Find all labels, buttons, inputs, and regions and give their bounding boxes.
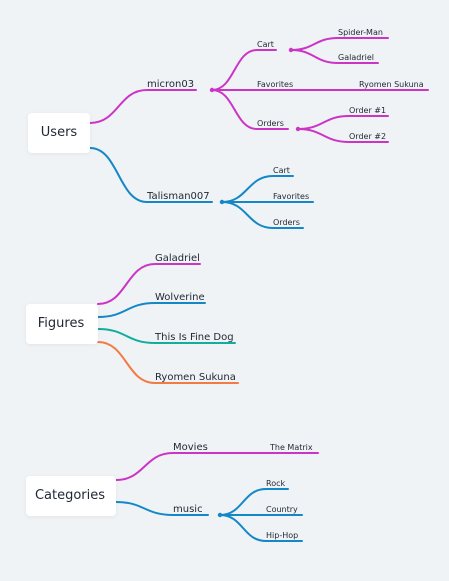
edge-figures-fig-wolverine (97, 302, 206, 318)
node-t-favorites[interactable]: Favorites (273, 192, 309, 201)
node-order-1[interactable]: Order #1 (349, 106, 386, 115)
node-music[interactable]: music (173, 504, 203, 515)
edge-figures-fig-ryomen-sukuna (97, 341, 239, 384)
edge-orders-order-1 (297, 115, 389, 130)
node-talisman007[interactable]: Talisman007 (146, 191, 210, 202)
node-galadriel-cart[interactable]: Galadriel (338, 53, 374, 62)
node-favorites[interactable]: Favorites (257, 80, 293, 89)
edge-micron03-cart (211, 49, 277, 91)
node-movies[interactable]: Movies (173, 442, 208, 453)
junction-cart (288, 47, 294, 53)
mindmap-nodes: Usersmicron03CartSpider-ManGaladrielFavo… (26, 28, 424, 540)
root-box-categories[interactable] (26, 476, 116, 516)
edge-users-talisman007 (89, 147, 213, 203)
edge-cart-spider-man (290, 37, 389, 51)
junction-talisman007 (219, 199, 225, 205)
node-micron03[interactable]: micron03 (147, 79, 194, 90)
node-the-matrix[interactable]: The Matrix (269, 443, 313, 452)
edge-figures-fig-galadriel (97, 263, 201, 305)
node-orders[interactable]: Orders (257, 119, 284, 128)
edge-cart-galadriel-cart (290, 49, 379, 64)
junction-music (217, 512, 223, 518)
edge-talisman007-t-orders (221, 201, 304, 229)
node-fig-wolverine[interactable]: Wolverine (155, 292, 205, 303)
edge-orders-order-2 (297, 128, 389, 143)
node-t-cart[interactable]: Cart (273, 166, 290, 175)
node-t-orders[interactable]: Orders (273, 218, 300, 227)
root-box-users[interactable] (28, 113, 90, 153)
node-ryomen-sukuna-fav[interactable]: Ryomen Sukuna (359, 80, 424, 89)
edge-micron03-orders (211, 89, 289, 130)
node-spider-man[interactable]: Spider-Man (338, 28, 383, 37)
junction-orders (295, 126, 301, 132)
node-hip-hop[interactable]: Hip-Hop (266, 531, 298, 540)
mindmap-edges (89, 37, 429, 542)
edge-users-micron03 (89, 89, 197, 124)
node-figures[interactable]: Figures (38, 316, 85, 331)
edge-figures-fig-this-is-fine-dog (97, 328, 236, 344)
root-box-figures[interactable] (26, 304, 98, 344)
node-users[interactable]: Users (41, 125, 78, 140)
edge-categories-music (115, 501, 209, 516)
node-cart[interactable]: Cart (257, 40, 274, 49)
node-fig-galadriel[interactable]: Galadriel (155, 253, 200, 264)
node-order-2[interactable]: Order #2 (349, 132, 386, 141)
node-rock[interactable]: Rock (266, 479, 285, 488)
edge-categories-movies (115, 452, 211, 481)
node-country[interactable]: Country (266, 505, 298, 514)
node-fig-this-is-fine-dog[interactable]: This Is Fine Dog (154, 332, 234, 343)
node-fig-ryomen-sukuna[interactable]: Ryomen Sukuna (155, 372, 236, 383)
edge-music-hip-hop (219, 514, 303, 542)
node-categories[interactable]: Categories (35, 488, 105, 503)
junction-micron03 (209, 87, 215, 93)
